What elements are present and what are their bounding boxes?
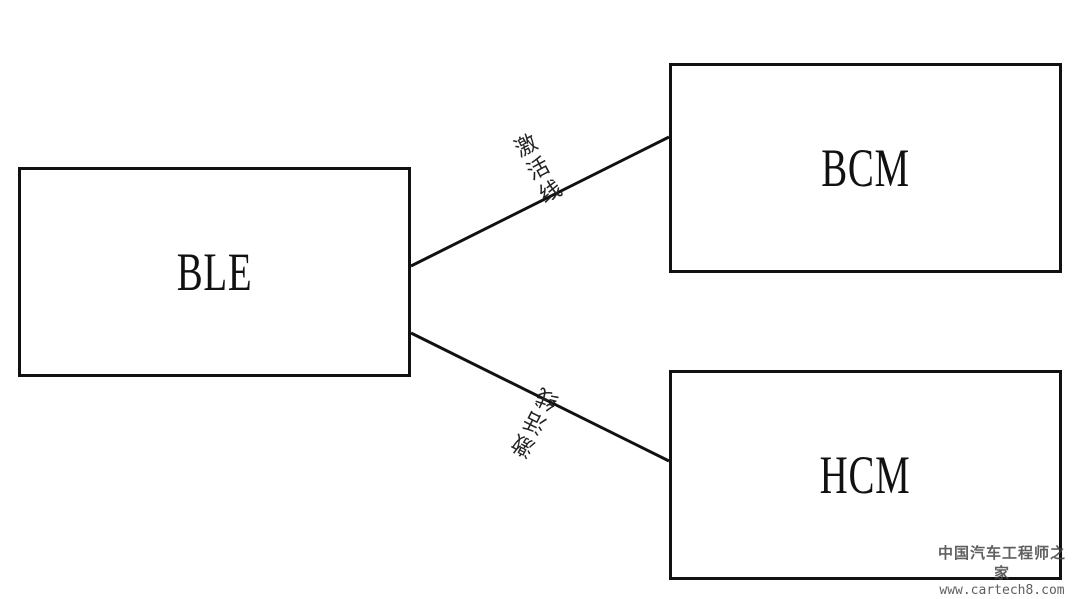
node-hcm-label: HCM [820, 445, 911, 505]
watermark-title: 中国汽车工程师之家 [937, 544, 1066, 582]
node-bcm-label: BCM [821, 138, 910, 198]
edge-ble-bcm [410, 135, 670, 268]
node-bcm: BCM [669, 63, 1062, 273]
node-hcm: HCM [669, 370, 1062, 580]
watermark: 中国汽车工程师之家 www.cartech8.com [932, 543, 1072, 599]
node-ble: BLE [18, 167, 411, 377]
node-ble-label: BLE [176, 242, 253, 302]
watermark-url: www.cartech8.com [939, 583, 1065, 598]
edge-ble-hcm [410, 331, 670, 463]
